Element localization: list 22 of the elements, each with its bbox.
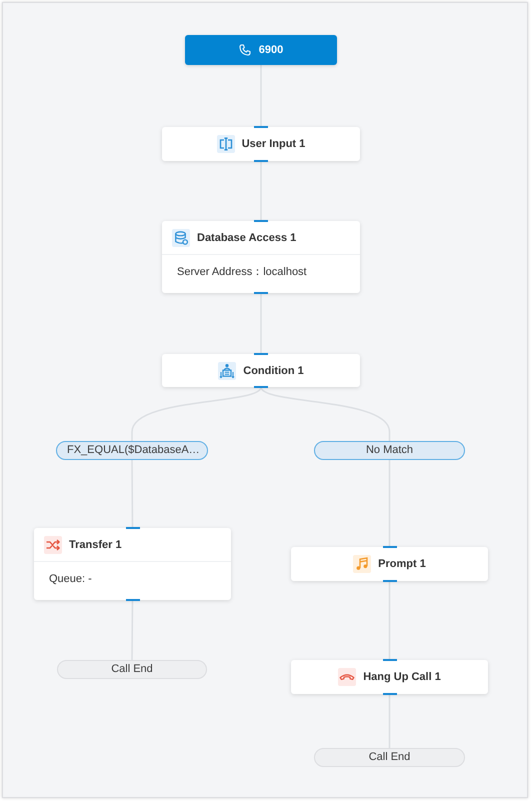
step-card [162, 354, 360, 387]
node-title: Database Access 1 [197, 230, 296, 244]
node-title: User Input 1 [242, 136, 306, 150]
end-tag: Call End [314, 748, 465, 767]
node-title: 6900 [258, 43, 284, 57]
branch-tag: FX_EQUAL($DatabaseA… [56, 441, 208, 460]
step-card [34, 528, 231, 600]
start-node [185, 35, 337, 65]
node-title: Prompt 1 [378, 556, 426, 570]
step-card [162, 221, 360, 293]
connector-line [260, 386, 390, 441]
connector-line [131, 386, 262, 441]
end-tag: Call End [57, 660, 207, 679]
step-card [291, 547, 488, 581]
node-detail: Queue: - [49, 572, 92, 586]
node-title: Transfer 1 [69, 538, 122, 552]
node-detail: Server Address：localhost [177, 265, 307, 279]
branch-tag: No Match [314, 441, 465, 460]
step-card [291, 660, 488, 694]
node-title: Hang Up Call 1 [363, 670, 441, 684]
node-title: Condition 1 [243, 364, 304, 378]
step-card [162, 127, 360, 161]
